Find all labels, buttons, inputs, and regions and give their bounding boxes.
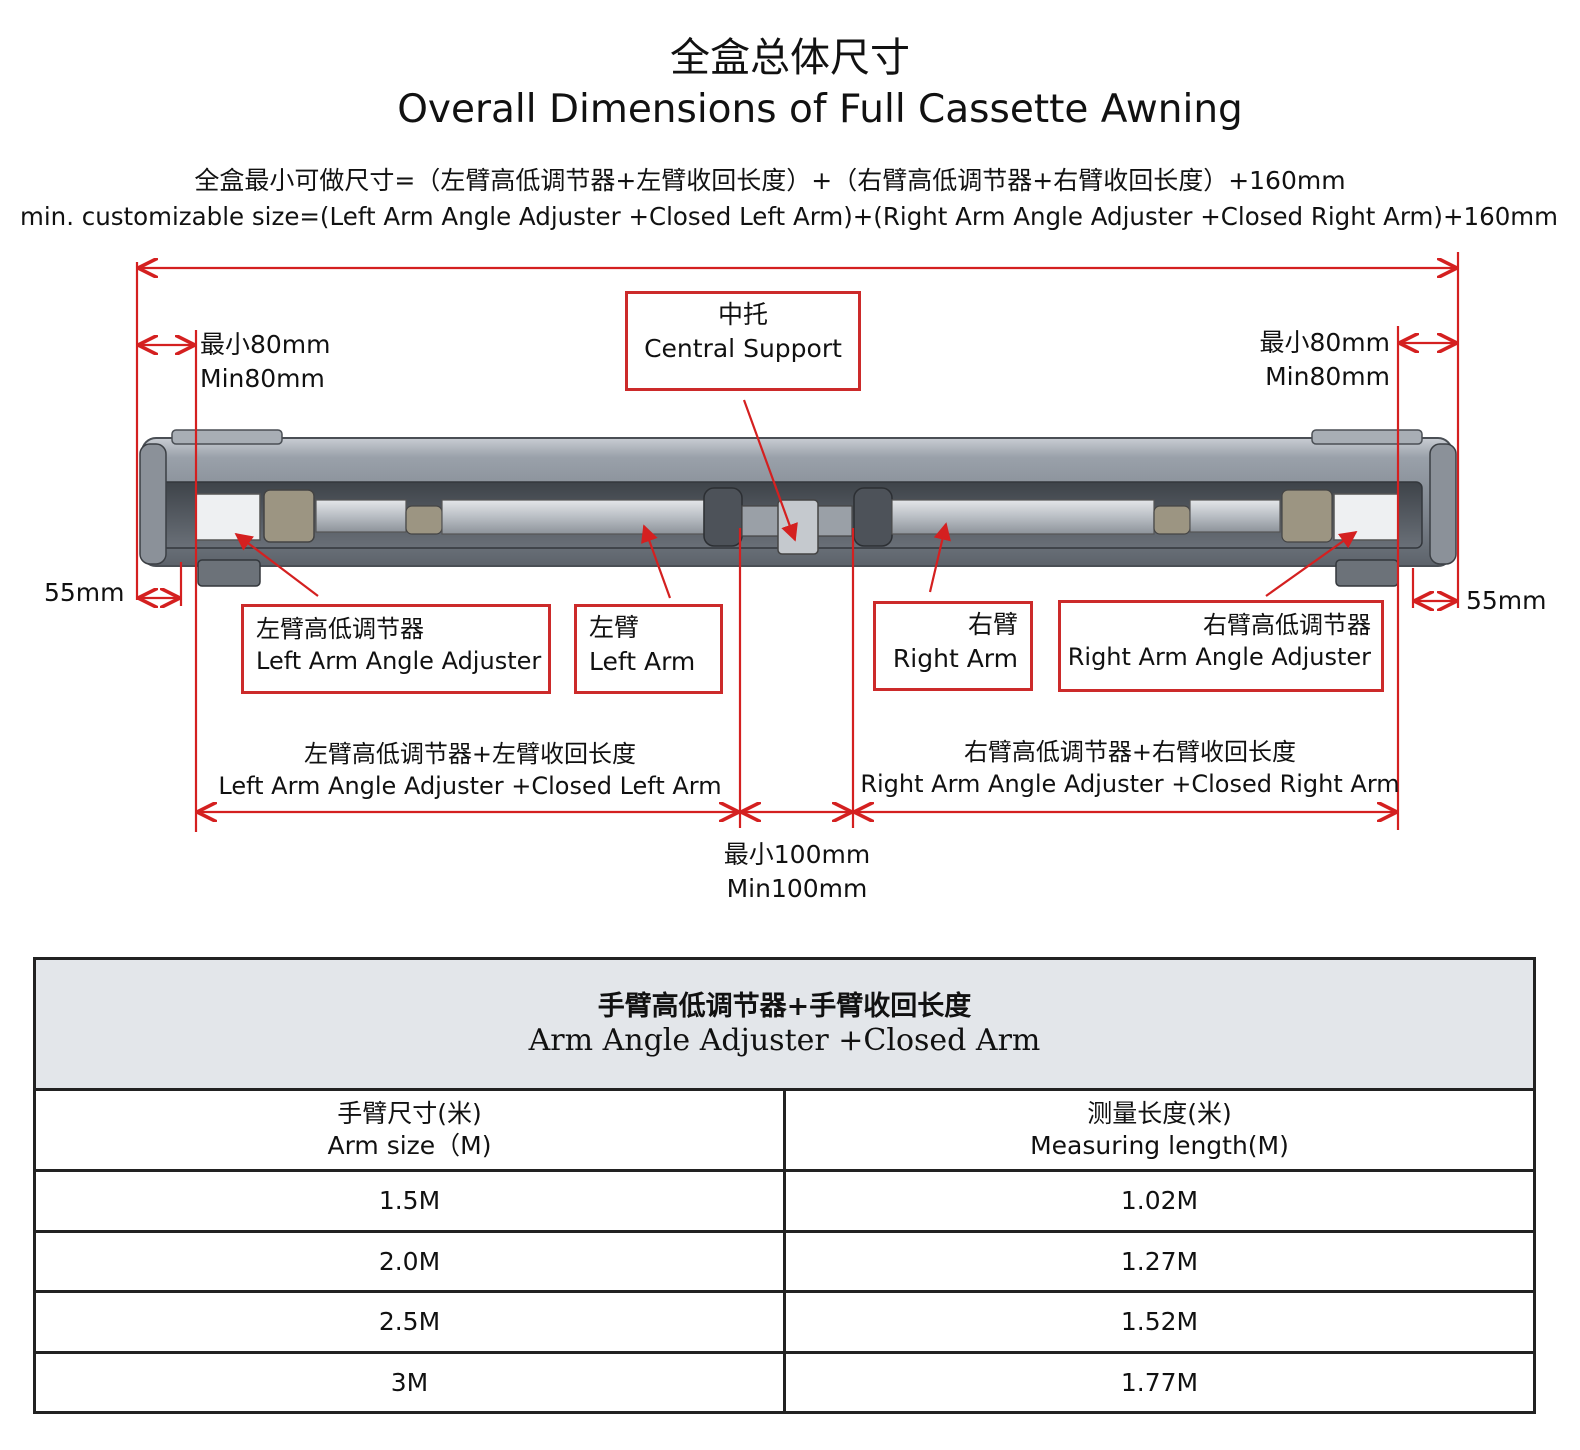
left-min-label-cn: 最小80mm: [200, 330, 331, 359]
formula-en: min. customizable size=(Left Arm Angle A…: [20, 202, 1559, 231]
cassette-diagram: [135, 252, 1460, 832]
central-support-en: Central Support: [644, 334, 842, 363]
col1-cn: 手臂尺寸(米): [337, 1099, 482, 1128]
left-arm-en: Left Arm: [589, 647, 696, 676]
column-header-arm-size: 手臂尺寸(米) Arm size（M): [33, 1088, 786, 1172]
right-arm-cn: 右臂: [967, 610, 1018, 639]
col2-en: Measuring length(M): [1030, 1131, 1289, 1160]
right-span-label-en: Right Arm Angle Adjuster +Closed Right A…: [860, 770, 1400, 798]
page-title-cn: 全盒总体尺寸: [670, 35, 910, 81]
left-arm-assembly: [195, 487, 743, 547]
col2-cn: 测量长度(米): [1087, 1099, 1232, 1128]
left-adjuster-cn: 左臂高低调节器: [256, 615, 424, 643]
column-header-measuring-length: 测量长度(米) Measuring length(M): [783, 1088, 1536, 1172]
table-title: 手臂高低调节器+手臂收回长度 Arm Angle Adjuster +Close…: [33, 957, 1536, 1091]
measuring-length-cell: 1.52M: [783, 1290, 1536, 1354]
callout-right-adjuster: 右臂高低调节器 Right Arm Angle Adjuster: [1058, 600, 1384, 692]
left-span-label-en: Left Arm Angle Adjuster +Closed Left Arm: [218, 772, 722, 800]
arm-size-cell: 3M: [33, 1350, 786, 1414]
formula-cn: 全盒最小可做尺寸=（左臂高低调节器+左臂收回长度）+（右臂高低调节器+右臂收回长…: [194, 166, 1346, 195]
right-span-label-cn: 右臂高低调节器+右臂收回长度: [963, 738, 1297, 766]
left-adjuster-en: Left Arm Angle Adjuster: [256, 647, 542, 675]
table-row: 1.5M 1.02M: [33, 1169, 1536, 1233]
right-55mm-label: 55mm: [1466, 586, 1547, 615]
table-row: 3M 1.77M: [33, 1350, 1536, 1414]
left-span-label-cn: 左臂高低调节器+左臂收回长度: [303, 740, 637, 768]
table-title-en: Arm Angle Adjuster +Closed Arm: [528, 1023, 1041, 1058]
table-row: 2.0M 1.27M: [33, 1229, 1536, 1293]
dimension-lines: [135, 252, 1460, 832]
left-55mm-label: 55mm: [44, 578, 125, 607]
table-title-cn: 手臂高低调节器+手臂收回长度: [597, 991, 972, 1022]
callout-pointers: [234, 399, 1358, 599]
measuring-length-cell: 1.27M: [783, 1229, 1536, 1293]
table-row: 2.5M 1.52M: [33, 1290, 1536, 1354]
right-min-label-en: Min80mm: [1265, 362, 1390, 391]
measuring-length-cell: 1.77M: [783, 1350, 1536, 1414]
center-min-label-en: Min100mm: [726, 874, 868, 903]
arm-spec-table: 手臂高低调节器+手臂收回长度 Arm Angle Adjuster +Close…: [33, 957, 1536, 1414]
right-arm-en: Right Arm: [892, 644, 1018, 673]
callout-left-adjuster: 左臂高低调节器 Left Arm Angle Adjuster: [241, 604, 551, 694]
col1-en: Arm size（M): [327, 1131, 492, 1160]
right-adjuster-en: Right Arm Angle Adjuster: [1067, 643, 1371, 671]
arm-size-cell: 2.5M: [33, 1290, 786, 1354]
right-adjuster-cn: 右臂高低调节器: [1203, 611, 1371, 639]
right-min-label-cn: 最小80mm: [1259, 328, 1390, 357]
callout-left-arm: 左臂 Left Arm: [574, 604, 723, 694]
callout-central-support: 中托 Central Support: [625, 291, 861, 391]
arm-size-cell: 2.0M: [33, 1229, 786, 1293]
callout-right-arm: 右臂 Right Arm: [873, 601, 1033, 691]
left-min-label-en: Min80mm: [200, 364, 325, 393]
page-title-en: Overall Dimensions of Full Cassette Awni…: [397, 87, 1243, 132]
center-min-label-cn: 最小100mm: [723, 840, 871, 869]
measuring-length-cell: 1.02M: [783, 1169, 1536, 1233]
central-support-cn: 中托: [717, 300, 768, 329]
left-arm-cn: 左臂: [589, 613, 640, 642]
arm-size-cell: 1.5M: [33, 1169, 786, 1233]
